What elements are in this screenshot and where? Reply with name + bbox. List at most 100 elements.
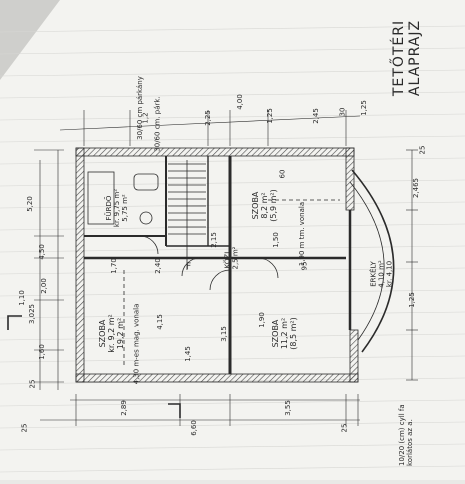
dim-label-top: 2,45 <box>311 108 320 124</box>
note-railing: 30/60 cm. párk. <box>153 96 162 152</box>
dim-label-inner: 1,50 <box>271 232 280 248</box>
dim-label-top: 1,25 <box>359 100 368 116</box>
wall-top <box>75 147 355 157</box>
ruled-line <box>0 443 465 451</box>
drawing-title: TETŐTÉRI ALAPRAJZ <box>372 8 423 118</box>
bath-fixtures <box>87 171 159 225</box>
staircase <box>168 160 206 270</box>
room-name: KÖZL. <box>223 247 232 269</box>
dim-label-inner: 1,90 <box>257 312 266 328</box>
room-name: ERKÉLY <box>369 261 378 287</box>
dim-label-inner: 2,15 <box>209 232 218 248</box>
section-mark-bottom <box>168 403 181 418</box>
room-area: 2,5 m² <box>231 246 240 270</box>
room-note: (8,5 m²) <box>288 317 298 350</box>
room-name: SZOBA <box>250 191 260 220</box>
door-swing-room-3 <box>181 257 201 277</box>
bathtub <box>87 171 115 225</box>
dim-label-right: 1,25 <box>407 292 416 308</box>
dim-label-left: 25 <box>28 379 37 389</box>
dimension-lines <box>34 110 418 426</box>
room-label-small: SZOBA 8,2 m² (5,9 m²) <box>251 189 278 222</box>
room-label-right: SZOBA 11,2 m² (8,5 m²) <box>271 317 298 350</box>
ruled-line <box>0 399 465 407</box>
dim-label-bottom: 3,55 <box>283 400 292 416</box>
ruled-line <box>0 135 465 143</box>
door-swings <box>139 235 279 291</box>
stair-arrow-label: F <box>186 262 192 272</box>
dim-label-bottom: 6,60 <box>189 420 198 436</box>
dim-label-top: 1,25 <box>265 108 274 124</box>
dim-label-bottom: 2,89 <box>119 400 128 416</box>
dim-label-inner: 4,15 <box>155 314 164 330</box>
door-swing-room-2 <box>257 257 279 279</box>
title-line-1: TETŐTÉRI <box>391 19 407 97</box>
page-shadow <box>0 0 60 80</box>
balcony <box>348 169 395 353</box>
ruled-line <box>0 25 465 33</box>
note-ceiling-height: 4,30 m-es mag. vonala <box>132 303 141 385</box>
room-note: (5,9 m²) <box>268 189 278 222</box>
washbasin <box>133 173 159 191</box>
section-mark <box>7 315 181 418</box>
room-area: 8,2 m² <box>259 192 269 219</box>
note-corner: 10/20 (cm) cyll fa korlátos az a. <box>398 404 414 466</box>
room-label-balcony: ERKÉLY 4,10 m² kr. 4,10 <box>370 260 394 287</box>
dim-label-left: 1,60 <box>37 344 46 360</box>
dim-label-inner: 2,40 <box>153 258 162 274</box>
room-area: 11,2 m² <box>279 317 289 350</box>
balcony-arc-inner <box>349 181 385 341</box>
ruled-line <box>0 91 465 99</box>
note-railing-2: 30/60 cm párkány <box>135 76 144 140</box>
dim-label-left: 3,025 <box>28 303 37 325</box>
room-note: kr. 9,2 m² <box>106 314 116 353</box>
dim-label-right: 2,465 <box>412 177 421 199</box>
ruled-line <box>0 421 465 429</box>
dim-label-right: 25 <box>418 145 427 155</box>
dim-label-inner: 1,45 <box>183 346 192 362</box>
note-roof-window: 1,90 m tm. vonala <box>298 201 307 267</box>
interior-walls <box>84 156 346 374</box>
dim-label-inner: 3,15 <box>219 326 228 342</box>
wall-right-lower <box>349 329 359 383</box>
dim-label-left: 1,10 <box>17 290 26 306</box>
dim-label-left: 5,20 <box>25 196 34 212</box>
dim-label-inner: 95 <box>300 261 309 271</box>
dim-label-bottom: 25 <box>20 423 29 433</box>
room-note: kr. 9,75 m² <box>113 188 122 228</box>
balcony-arc-outer <box>351 169 395 353</box>
dim-label-left: 4,50 <box>37 244 46 260</box>
dim-label-top: 4,00 <box>235 94 244 110</box>
dim-label-top: 30 <box>338 107 347 117</box>
door-swing-room-1 <box>209 269 231 291</box>
room-note: kr. 4,10 <box>385 260 394 288</box>
dim-label-top: 2,25 <box>203 110 212 126</box>
room-name: SZOBA <box>97 319 107 348</box>
section-mark-left <box>7 315 22 330</box>
room-name: FÜRDŐ <box>105 195 114 221</box>
dim-label-top: 1,2 <box>141 112 150 124</box>
dim-label-bottom: 25 <box>340 423 349 433</box>
ruled-line <box>0 47 465 55</box>
room-area: 4,10 m² <box>377 260 386 288</box>
room-area: 19,2 m² <box>115 317 125 350</box>
dim-label-inner: 60 <box>278 169 287 179</box>
wall-right-upper <box>345 147 355 211</box>
title-line-2: ALAPRAJZ <box>407 19 423 97</box>
ruled-line <box>0 465 465 473</box>
toilet <box>139 211 153 225</box>
room-label-left: SZOBA kr. 9,2 m² 19,2 m² <box>98 314 125 353</box>
ruled-line <box>0 69 465 77</box>
door-swing-bath <box>139 235 159 255</box>
wall-bottom <box>75 373 359 383</box>
dim-line-top <box>59 115 361 131</box>
dim-label-inner: 1,70 <box>109 258 118 274</box>
dim-label-left: 2,00 <box>39 278 48 294</box>
room-label-corridor: KÖZL. 2,5 m² <box>223 247 239 270</box>
room-area: 5,75 m² <box>121 194 130 222</box>
wall-left <box>75 147 85 383</box>
room-name: SZOBA <box>270 319 280 348</box>
